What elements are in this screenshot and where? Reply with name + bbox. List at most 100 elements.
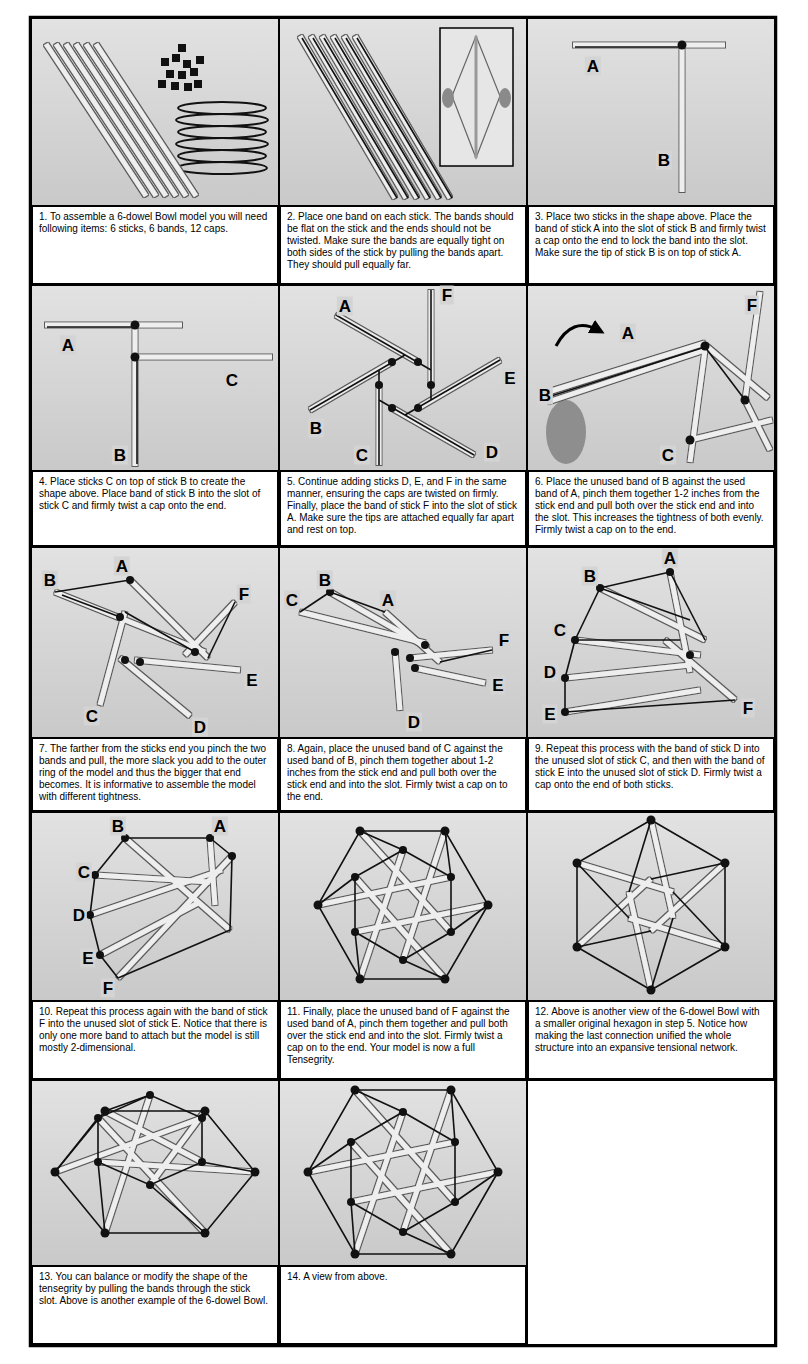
tension-bands (600, 572, 670, 588)
stick-letter: A (380, 591, 396, 610)
stick-caps (451, 1138, 459, 1146)
caps (172, 54, 180, 62)
stick-letter: D (406, 713, 422, 732)
tension-bands (405, 360, 500, 415)
stick-letter: A (212, 817, 228, 836)
stick-caps (351, 873, 359, 881)
tension-bands (670, 572, 705, 640)
tension-bands (208, 602, 235, 658)
step-caption: 10. Repeat this process again with the b… (39, 1006, 271, 1054)
tension-bands (55, 1118, 98, 1172)
stick-caps (411, 664, 419, 672)
stick-caps (388, 404, 396, 412)
caps (196, 56, 204, 64)
sticks (344, 36, 439, 198)
step-caption: 2. Place one band on each stick. The ban… (287, 211, 519, 271)
sticks (629, 892, 651, 990)
photo-ground (527, 812, 775, 1000)
sticks (150, 1111, 205, 1185)
tension-bands (455, 1172, 498, 1202)
stick-caps (91, 871, 99, 879)
stick-caps (131, 321, 140, 330)
step-caption: 3. Place two sticks in the shape above. … (535, 211, 767, 259)
stick-caps (686, 436, 695, 445)
stick-caps (406, 654, 414, 662)
sticks (185, 602, 235, 655)
tension-bands (346, 38, 441, 198)
stick-letter: C (224, 371, 240, 390)
stick-caps (666, 568, 674, 576)
tension-bands (105, 1095, 150, 1111)
stick-caps (96, 951, 104, 959)
stick-caps (447, 928, 455, 936)
panel-frames (30, 17, 776, 1346)
stick-caps (561, 708, 569, 716)
tension-bands (318, 877, 355, 905)
sticks (573, 43, 725, 48)
caption-box: 6. Place the unused band of B against th… (527, 470, 775, 547)
stick-letter: A (662, 549, 678, 568)
sticks (690, 420, 772, 440)
stick-caps (351, 928, 359, 936)
stick-caps (721, 943, 730, 952)
step-caption: 7. The farther from the sticks end you p… (39, 743, 271, 803)
caption-box: 4. Place sticks C on top of stick B to c… (31, 470, 279, 547)
stick-caps (441, 975, 450, 984)
stick-caps (399, 846, 407, 854)
stick-letter: E (80, 949, 95, 968)
tension-bands (55, 1111, 255, 1233)
tension-bands (118, 930, 230, 978)
inset-photo (442, 88, 454, 108)
sticks (600, 588, 705, 640)
panel-frames (31, 812, 279, 1080)
stick-letter: B (308, 419, 324, 438)
tension-bands (355, 932, 360, 979)
stick-caps (198, 1158, 206, 1166)
stick-caps (414, 358, 422, 366)
stick-caps (678, 41, 687, 50)
stick-letter: B (537, 386, 553, 405)
hand (556, 326, 598, 346)
tension-bands (379, 400, 474, 455)
caption-box: 3. Place two sticks in the shape above. … (527, 205, 775, 285)
stick-caps (647, 816, 656, 825)
stick-letter: F (440, 286, 454, 305)
stick-caps (101, 1107, 110, 1116)
stick-caps (391, 648, 399, 656)
panel-frames (279, 547, 527, 812)
stick-caps (441, 827, 450, 836)
sticks (135, 355, 272, 360)
rubber-bands (176, 114, 268, 126)
stick-letter: E (244, 671, 259, 690)
caps (158, 80, 166, 88)
tension-bands (673, 892, 725, 947)
stick-caps (101, 1229, 110, 1238)
tension-bands (577, 931, 651, 947)
step-caption: 9. Repeat this process with the band of … (535, 743, 767, 791)
tension-bands (100, 955, 118, 978)
stick-caps (146, 1091, 154, 1099)
stick-letter: C (354, 446, 370, 465)
caption-box: 14. A view from above. (279, 1265, 527, 1345)
panel-frames (527, 812, 775, 1080)
sticks (360, 831, 451, 932)
caps (171, 82, 179, 90)
stick-letter: C (84, 707, 100, 726)
stick-caps (451, 1198, 459, 1206)
caption-box: 12. Above is another view of the 6-dowel… (527, 1000, 775, 1080)
tension-bands (705, 347, 745, 400)
photo-ground (31, 547, 279, 737)
step-caption: 13. You can balance or modify the shape … (39, 1271, 271, 1307)
panel-frames (279, 1080, 527, 1345)
stick-caps (116, 613, 124, 621)
stick-caps (388, 358, 396, 366)
step-caption: 4. Place sticks C on top of stick B to c… (39, 476, 271, 512)
sticks (565, 665, 690, 678)
sticks (118, 856, 232, 978)
tension-bands (440, 650, 492, 662)
step-caption: 12. Above is another view of the 6-dowel… (535, 1006, 767, 1054)
step-caption: 8. Again, place the unused band of C aga… (287, 743, 519, 803)
sticks (96, 44, 196, 196)
hand (546, 400, 586, 464)
